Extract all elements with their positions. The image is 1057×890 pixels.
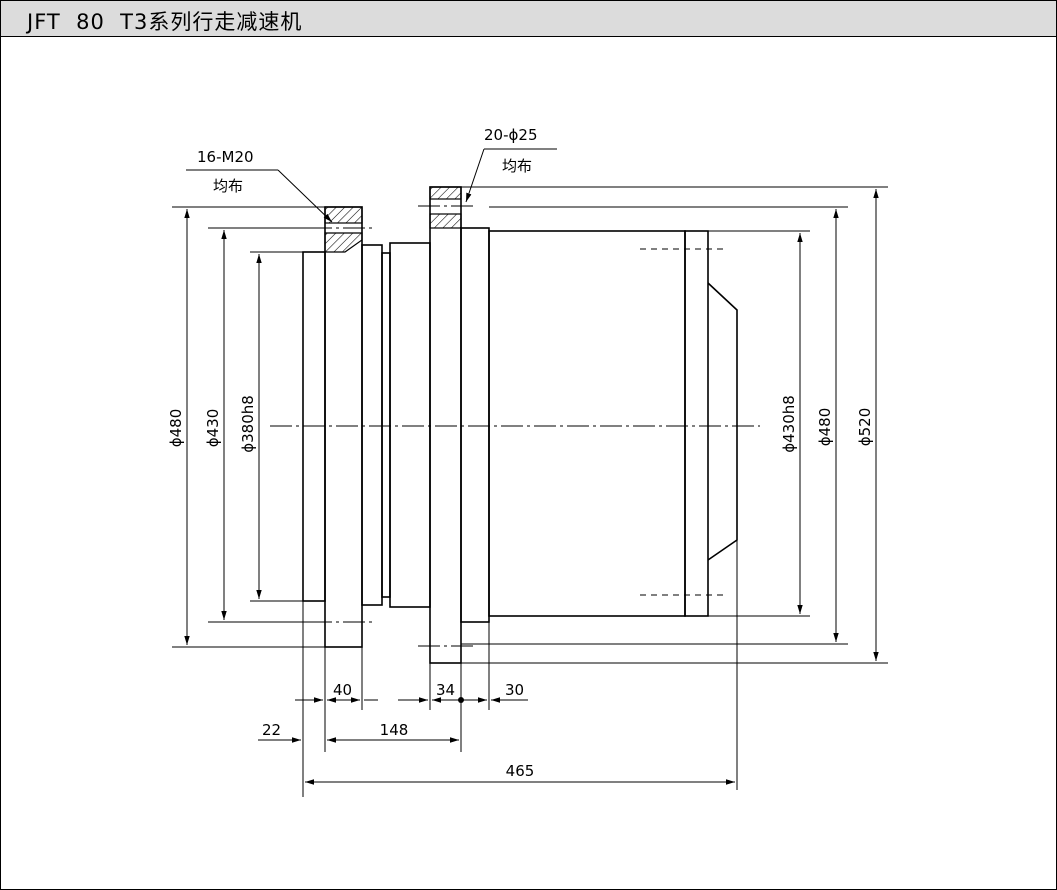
neck-step-1	[361, 244, 383, 606]
flange-480-left	[324, 206, 363, 648]
spigot-480	[460, 227, 490, 623]
left-diameter-dims: ϕ480 ϕ430 ϕ380h8	[167, 206, 325, 648]
right-diameter-dims: ϕ430h8 ϕ480 ϕ520	[430, 186, 888, 664]
dim-480-right: ϕ480	[816, 408, 834, 447]
thread-section-bottom	[324, 232, 363, 253]
dim-22: 22	[262, 721, 281, 739]
callout-16-m20: 16-M20	[197, 148, 254, 166]
end-cover	[684, 230, 709, 617]
dim-40: 40	[333, 681, 352, 699]
hub-body	[389, 242, 431, 608]
length-dims: 40 34 30 22 148 465	[258, 540, 738, 797]
end-cap	[707, 282, 738, 561]
housing	[488, 230, 738, 617]
dim-148: 148	[380, 721, 409, 739]
hole-section-top	[429, 186, 462, 200]
flange-520	[429, 186, 462, 664]
dim-30: 30	[505, 681, 524, 699]
dim-junction-dot	[458, 697, 464, 703]
hole-section-bottom	[429, 213, 462, 229]
housing-body	[488, 230, 686, 617]
left-flange	[302, 206, 431, 648]
dim-34: 34	[436, 681, 455, 699]
dim-465: 465	[506, 762, 535, 780]
neck-step-2	[381, 252, 391, 598]
callout-right-note: 均布	[502, 157, 532, 175]
center-flange	[418, 186, 490, 664]
callout-left: 16-M20 均布	[186, 148, 333, 223]
dim-380h8: ϕ380h8	[239, 395, 257, 453]
callout-20-d25: 20-ϕ25	[484, 126, 537, 144]
dim-520: ϕ520	[856, 408, 874, 447]
drawing-title: JFT 80 T3系列行走减速机	[27, 10, 303, 34]
dim-430h8: ϕ430h8	[780, 395, 798, 453]
title-bar: JFT 80 T3系列行走减速机	[1, 1, 1056, 37]
callout-right: 20-ϕ25 均布	[465, 126, 557, 203]
dim-480-left: ϕ480	[167, 409, 185, 448]
dim-430-left: ϕ430	[204, 409, 222, 448]
callout-left-note: 均布	[213, 177, 243, 195]
